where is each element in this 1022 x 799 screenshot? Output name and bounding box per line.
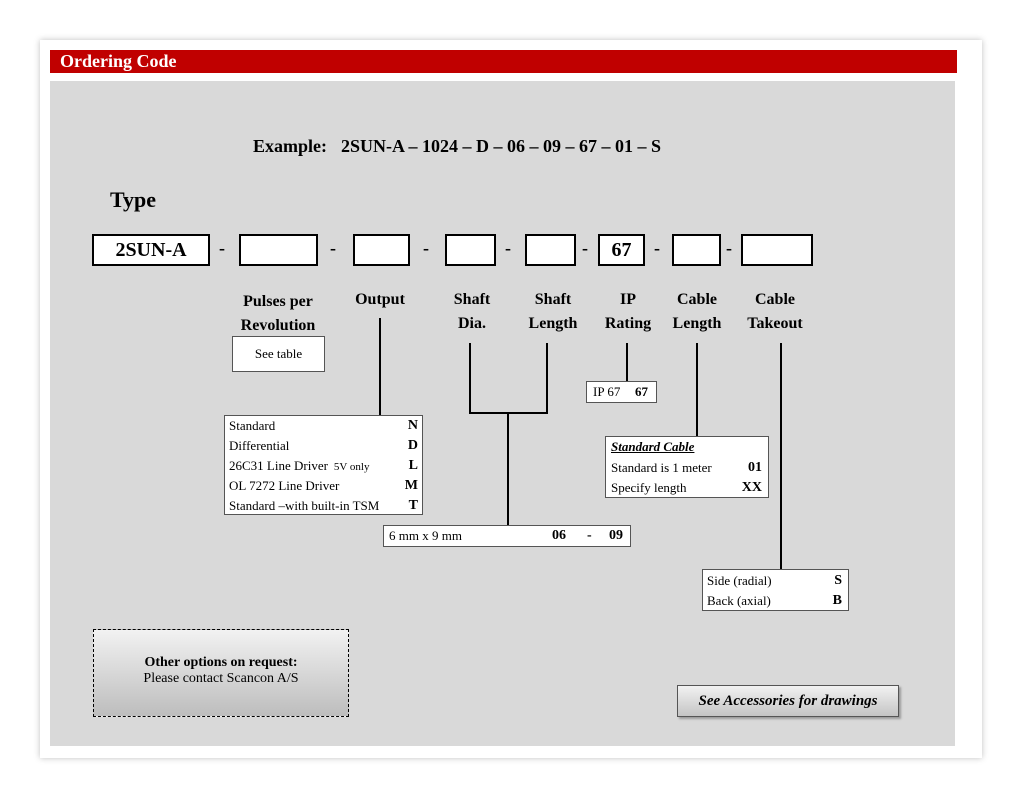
takeout-row-label: Side (radial) — [707, 573, 772, 588]
option-label: Standard — [225, 416, 399, 436]
code-box-cable-length — [672, 234, 721, 266]
field-label-shaft-length: Shaft Length — [520, 288, 586, 336]
cable-length-row-code: XX — [741, 480, 762, 495]
field-label-line: Dia. — [458, 315, 486, 332]
option-label-text: OL 7272 Line Driver — [229, 478, 340, 493]
option-code: N — [407, 418, 418, 433]
table-row: OL 7272 Line Driver M — [225, 476, 422, 496]
connector-line — [379, 318, 381, 415]
separator: - — [654, 238, 660, 258]
connector-line — [696, 343, 698, 437]
table-row: 26C31 Line Driver 5V only L — [225, 456, 422, 476]
separator: - — [726, 238, 732, 258]
field-label-line: Revolution — [240, 317, 316, 334]
shaft-option-sep: - — [587, 528, 592, 543]
field-label-shaft-dia: Shaft Dia. — [442, 288, 502, 336]
separator: - — [219, 238, 225, 258]
field-label-line: IP — [620, 291, 636, 308]
ip-option-code: 67 — [635, 384, 648, 399]
code-box-type: 2SUN-A — [92, 234, 210, 266]
takeout-row-label: Back (axial) — [707, 593, 771, 608]
field-label-cable-takeout: Cable Takeout — [740, 288, 810, 336]
section-header: Ordering Code — [50, 50, 957, 73]
table-row: Standard N — [225, 416, 422, 436]
field-label-output: Output — [340, 288, 420, 312]
field-label-line: Takeout — [747, 315, 803, 332]
other-options-title: Other options on request: — [144, 655, 298, 670]
option-label-text: Standard — [229, 418, 276, 433]
option-label: Differential — [225, 436, 399, 456]
field-label-line: Length — [528, 315, 578, 332]
code-box-pulses — [239, 234, 318, 266]
option-label-text: 26C31 Line Driver — [229, 458, 328, 473]
cable-length-row-code: 01 — [748, 460, 762, 475]
field-label-ip-rating: IP Rating — [598, 288, 658, 336]
connector-line — [469, 343, 471, 413]
option-label-text: Differential — [229, 438, 290, 453]
type-label: Type — [110, 187, 157, 212]
field-label-line: Rating — [604, 315, 652, 332]
cable-takeout-options: Side (radial) S Back (axial) B — [702, 569, 849, 611]
see-accessories-button[interactable]: See Accessories for drawings — [677, 685, 899, 717]
option-code: T — [408, 498, 418, 513]
field-label-pulses: Pulses per Revolution — [228, 290, 328, 338]
takeout-row-code: B — [832, 593, 842, 608]
connector-line — [780, 343, 782, 569]
field-label-line: Length — [672, 315, 722, 332]
code-box-shaft-length — [525, 234, 576, 266]
code-box-cable-takeout — [741, 234, 813, 266]
separator: - — [423, 238, 429, 258]
other-options-text: Please contact Scancon A/S — [143, 671, 299, 686]
ip-option-label: IP 67 — [593, 384, 621, 399]
separator: - — [582, 238, 588, 258]
option-label: 26C31 Line Driver 5V only — [225, 456, 399, 476]
connector-line — [626, 343, 628, 381]
ip-option-box: IP 67 67 — [586, 381, 657, 403]
option-label-text: Standard –with built-in TSM — [229, 498, 380, 513]
option-code: L — [408, 458, 418, 473]
field-label-line: Cable — [677, 291, 717, 308]
field-label-line: Shaft — [534, 291, 572, 308]
cable-length-row-label: Specify length — [611, 480, 687, 495]
example-code: Example: 2SUN-A – 1024 – D – 06 – 09 – 67… — [253, 136, 661, 157]
option-note: 5V only — [333, 461, 370, 473]
output-options-table: Standard N Differential D 26C31 Line Dri… — [224, 415, 423, 515]
field-label-line: Pulses per — [243, 293, 313, 310]
example-value: 2SUN-A – 1024 – D – 06 – 09 – 67 – 01 – … — [341, 136, 662, 156]
field-label-cable-length: Cable Length — [666, 288, 728, 336]
code-box-shaft-dia — [445, 234, 496, 266]
option-label: OL 7272 Line Driver — [225, 476, 399, 496]
separator: - — [330, 238, 336, 258]
shaft-option-code1: 06 — [552, 528, 566, 543]
option-label: Standard –with built-in TSM — [225, 496, 399, 516]
cable-length-row-label: Standard is 1 meter — [611, 460, 712, 475]
connector-line — [507, 412, 509, 526]
shaft-option-box: 6 mm x 9 mm 06 - 09 — [383, 525, 631, 547]
option-code: D — [407, 438, 418, 453]
shaft-option-label: 6 mm x 9 mm — [389, 528, 462, 543]
see-table-box: See table — [232, 336, 325, 372]
field-label-line: Shaft — [453, 291, 491, 308]
code-box-ip-rating: 67 — [598, 234, 645, 266]
separator: - — [505, 238, 511, 258]
field-label-line: Cable — [755, 291, 795, 308]
cable-length-options: Standard Cable Standard is 1 meter 01 Sp… — [605, 436, 769, 498]
example-label: Example: — [253, 136, 327, 156]
other-options-box: Other options on request: Please contact… — [93, 629, 349, 717]
code-box-output — [353, 234, 410, 266]
takeout-row-code: S — [834, 573, 842, 588]
shaft-option-code2: 09 — [609, 528, 623, 543]
connector-line — [546, 343, 548, 413]
table-row: Differential D — [225, 436, 422, 456]
field-label-line: Output — [355, 291, 405, 308]
table-row: Standard –with built-in TSM T — [225, 496, 422, 516]
option-code: M — [404, 478, 418, 493]
cable-length-title: Standard Cable — [611, 439, 695, 454]
